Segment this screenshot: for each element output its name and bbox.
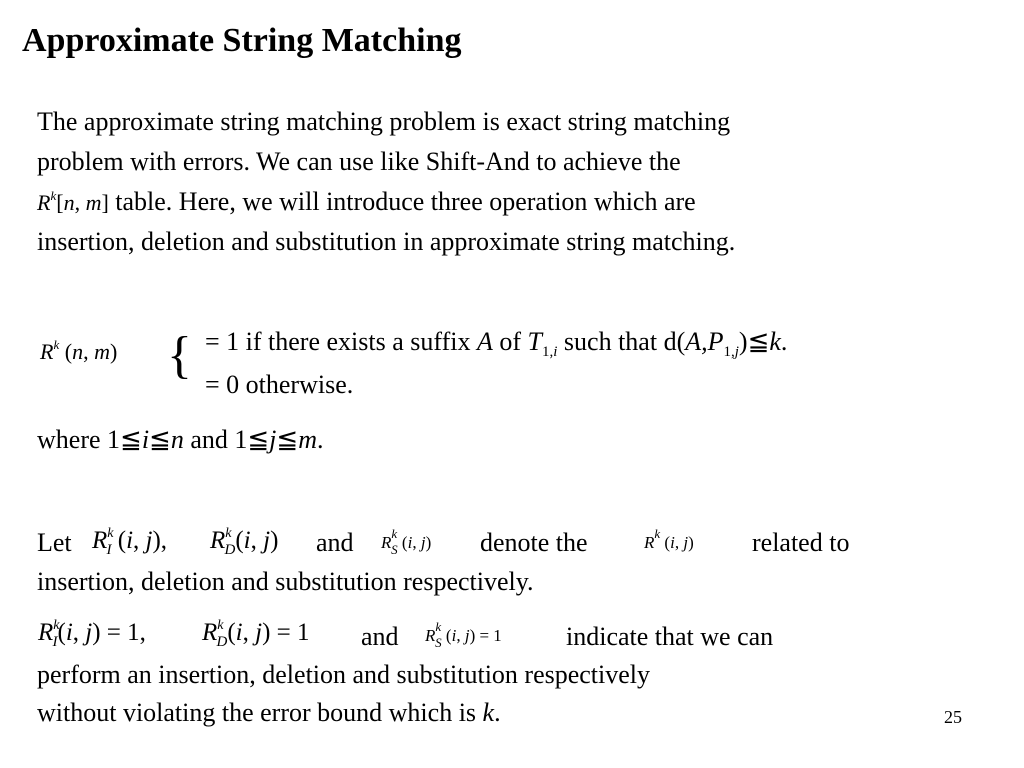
formula-rk-ij: Rk (i, j) bbox=[644, 526, 694, 552]
indicate-text: indicate that we can bbox=[566, 622, 774, 651]
formula-rk-of-nm: Rk (n, m) bbox=[40, 337, 118, 364]
formula-rs-eq-1: RkS (i, j) = 1 bbox=[425, 619, 502, 650]
indicate-line-2: perform an insertion, deletion and subst… bbox=[37, 660, 651, 689]
page-number: 25 bbox=[944, 707, 962, 727]
indicate-and: and bbox=[361, 622, 399, 651]
formula-ri-eq-1: RkI(i, j) = 1, bbox=[38, 618, 146, 650]
left-brace: { bbox=[167, 327, 192, 384]
let-denote: denote the bbox=[480, 528, 588, 557]
definition-line-1: = 1 if there exists a suffix A of T1,i s… bbox=[205, 327, 788, 360]
intro-line-3: Rk[n, m] table. Here, we will introduce … bbox=[37, 182, 696, 226]
intro-line-1: The approximate string matching problem … bbox=[37, 107, 731, 136]
formula-rk-nm: Rk[n, m] bbox=[37, 188, 109, 215]
formula-rs-ij: RkS (i, j) bbox=[381, 526, 432, 557]
formula-rd-eq-1: RkD(i, j) = 1 bbox=[202, 618, 310, 650]
definition-line-2: = 0 otherwise. bbox=[205, 370, 354, 399]
let-and: and bbox=[316, 528, 354, 557]
intro-line-2: problem with errors. We can use like Shi… bbox=[37, 147, 681, 176]
formula-rd-ij: RkD(i, j) bbox=[210, 526, 279, 558]
where-line: where 1≦i≦n and 1≦j≦m. bbox=[37, 425, 324, 454]
let-word: Let bbox=[37, 528, 72, 557]
intro-line-4: insertion, deletion and substitution in … bbox=[37, 227, 736, 256]
let-related: related to bbox=[752, 528, 850, 557]
slide-title: Approximate String Matching bbox=[22, 22, 462, 59]
let-line-2: insertion, deletion and substitution res… bbox=[37, 567, 534, 596]
formula-ri-ij: RkI (i, j), bbox=[92, 526, 168, 558]
indicate-line-3: without violating the error bound which … bbox=[37, 698, 501, 727]
intro-line-3-text: table. Here, we will introduce three ope… bbox=[115, 187, 696, 216]
